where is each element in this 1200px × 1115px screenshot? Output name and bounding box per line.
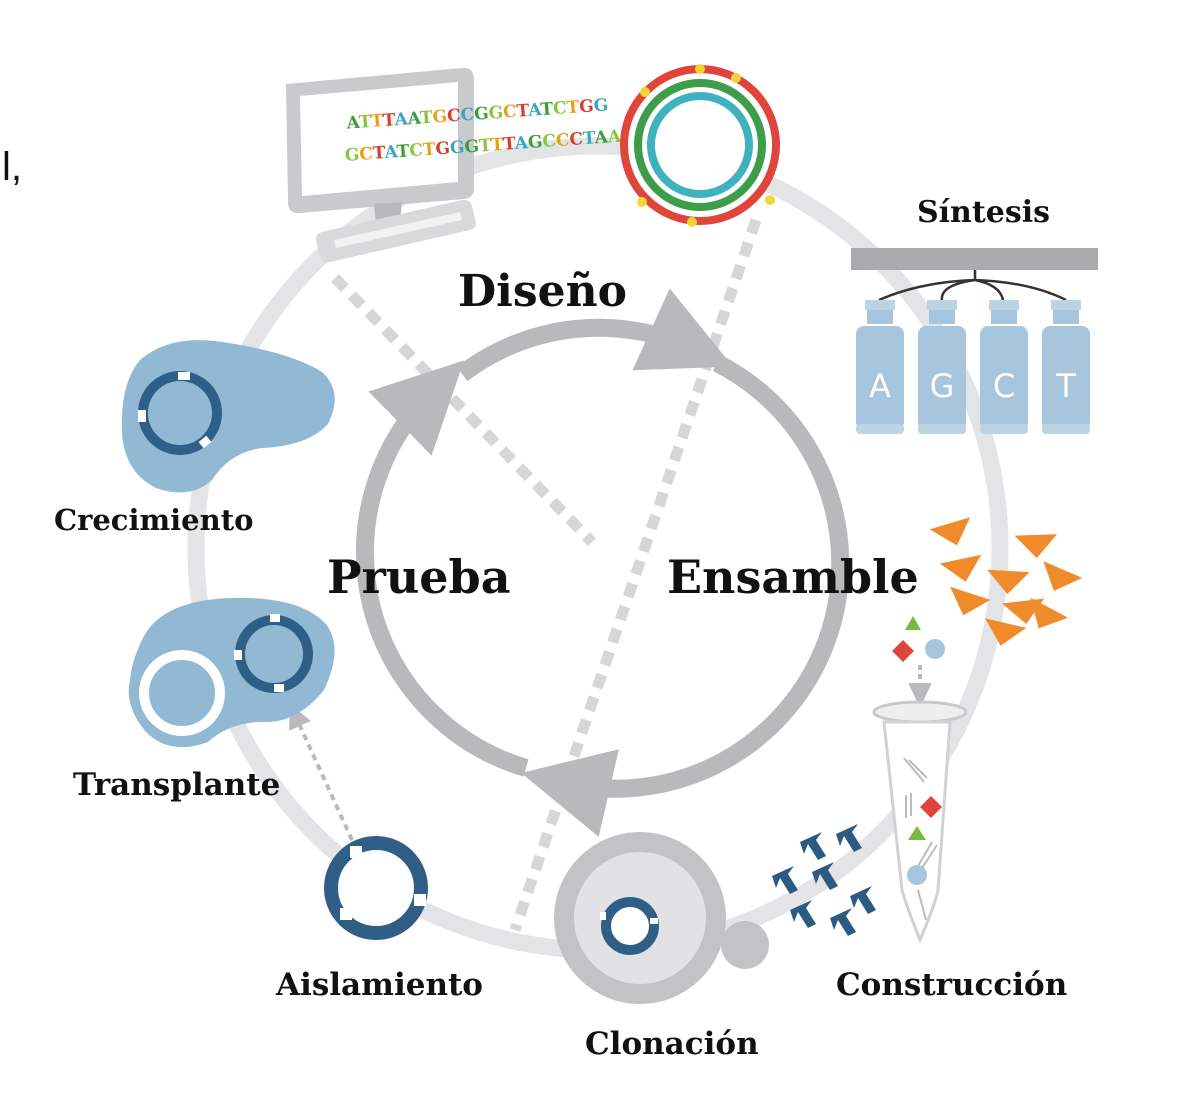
stage-label-test: Prueba <box>327 550 511 604</box>
dna-sequence: ATTTAATGCCGGCTATCTGG GCTATCTGGGTTTAGCCCT… <box>344 95 635 166</box>
vial-label: G <box>930 367 955 405</box>
fragment-text: l, <box>2 145 22 189</box>
sequence-line-1: ATTTAATGCCGGCTATCTGG <box>345 95 609 133</box>
inner-arc-assembly <box>521 354 850 837</box>
step-label-synthesis: Síntesis <box>917 195 1050 230</box>
green-triangle-icon <box>905 616 921 630</box>
vial-g: G <box>918 300 966 434</box>
vial-a: A <box>856 300 904 434</box>
step-label-growth: Crecimiento <box>54 503 253 537</box>
red-diamond-icon <box>892 640 914 662</box>
reaction-tube-icon <box>872 700 968 944</box>
dna-fragment-icon <box>1043 561 1083 591</box>
vial-t: T <box>1042 300 1090 434</box>
stage-label-design: Diseño <box>458 266 627 317</box>
growth-cell-icon <box>121 340 335 493</box>
step-label-construction: Construcción <box>836 967 1067 1003</box>
dark-arrow-icon <box>800 832 826 860</box>
dna-fragment-icon <box>950 586 991 616</box>
stage-label-assembly: Ensamble <box>667 550 919 604</box>
dashed-line-computer <box>331 274 596 546</box>
cloning-plate-icon <box>554 832 769 1004</box>
step-label-transplant: Transplante <box>73 767 280 803</box>
inner-arc-design <box>456 288 733 382</box>
step-label-isolation: Aislamiento <box>275 967 483 1003</box>
dna-fragment-icon <box>1030 597 1069 629</box>
dark-arrow-icon <box>830 908 856 936</box>
dark-arrow-icon <box>812 862 838 890</box>
dna-fragment-icon <box>929 517 971 546</box>
vial-label: C <box>993 367 1015 405</box>
dna-fragment-icon <box>1014 534 1057 559</box>
dark-arrow-icon <box>772 866 798 894</box>
blue-circle-icon <box>925 639 945 659</box>
dark-arrow-icon <box>836 824 862 852</box>
reagent-molecules <box>892 616 945 707</box>
dark-arrow-icon <box>850 886 876 914</box>
transplant-arrow <box>289 704 354 841</box>
step-label-cloning: Clonación <box>585 1026 759 1062</box>
dna-fragment-icon <box>984 618 1027 646</box>
dark-arrow-icon <box>790 900 816 928</box>
dna-fragment-icon <box>987 569 1030 595</box>
computer-icon <box>286 67 477 263</box>
vial-label: T <box>1055 367 1076 405</box>
vial-c: C <box>980 300 1028 434</box>
vial-label: A <box>869 367 891 405</box>
inner-cycle <box>355 288 850 837</box>
inner-arc-test <box>355 360 529 777</box>
dna-fragment-icon <box>939 554 982 582</box>
dna-fragments <box>929 517 1083 646</box>
designed-plasmid-icon <box>620 64 780 227</box>
isolated-plasmid-icon <box>324 836 428 940</box>
transplant-cell-icon <box>128 597 335 748</box>
assembly-arrows <box>772 824 876 936</box>
